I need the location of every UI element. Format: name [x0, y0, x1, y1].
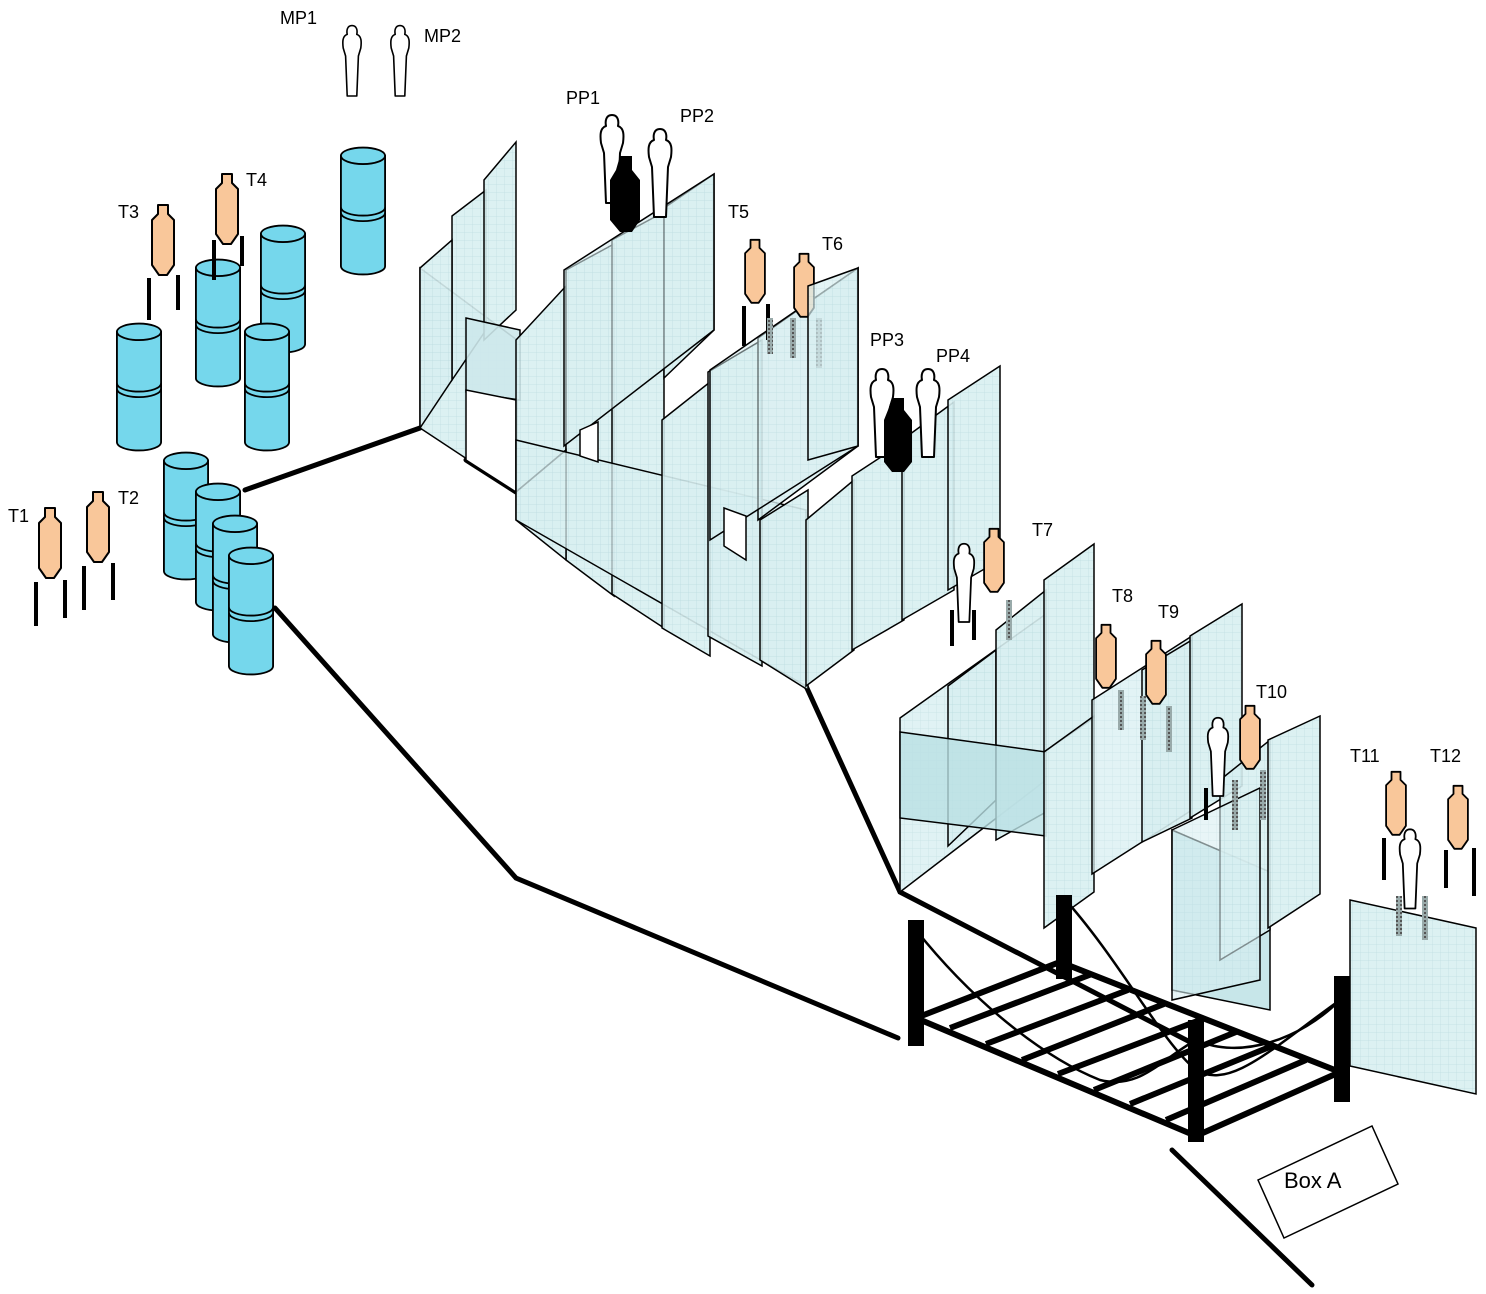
label-pp2: PP2 — [680, 106, 714, 126]
target-t2 — [86, 491, 110, 563]
label-mp1: MP1 — [280, 8, 317, 28]
barrel — [227, 546, 275, 676]
label-box-a: Box A — [1284, 1168, 1342, 1193]
label-pp4: PP4 — [936, 346, 970, 366]
wall-structure-middle — [515, 172, 1001, 692]
no-shoot-mp1 — [341, 24, 363, 98]
label-t2: T2 — [118, 488, 139, 508]
target-t5 — [744, 238, 766, 304]
label-t12: T12 — [1430, 746, 1461, 766]
target-t3 — [151, 204, 175, 276]
no-shoot-t11-t12 — [1398, 828, 1422, 910]
bridge-posts — [908, 895, 1350, 1142]
target-t12 — [1447, 784, 1469, 850]
label-t1: T1 — [8, 506, 29, 526]
wall-structure-right — [899, 542, 1477, 1095]
label-t5: T5 — [728, 202, 749, 222]
target-t7 — [983, 527, 1005, 593]
label-t9: T9 — [1158, 602, 1179, 622]
wall-structure-left — [419, 139, 567, 494]
label-t3: T3 — [118, 202, 139, 222]
fault-line-left-lower — [272, 605, 901, 1041]
label-t11: T11 — [1350, 746, 1380, 766]
label-pp1: PP1 — [566, 88, 600, 108]
steel-popper-2 — [884, 398, 912, 472]
fault-line-top-left — [242, 425, 423, 493]
label-pp3: PP3 — [870, 330, 904, 350]
wall-t6-cover — [807, 266, 859, 461]
target-stands-t7 — [950, 610, 976, 646]
label-t10: T10 — [1256, 682, 1287, 702]
target-stands-left — [34, 236, 244, 626]
target-t10 — [1239, 704, 1261, 770]
target-t9 — [1145, 639, 1167, 705]
barrel — [339, 146, 387, 276]
label-t6: T6 — [822, 234, 843, 254]
target-t8 — [1095, 623, 1117, 689]
steel-popper-1 — [610, 156, 640, 232]
no-shoot-mp2 — [389, 24, 411, 98]
no-shoot-t7 — [952, 542, 976, 623]
target-t1 — [38, 507, 62, 579]
barrel — [194, 258, 242, 388]
label-t4: T4 — [246, 170, 267, 190]
target-t11 — [1385, 770, 1407, 836]
fault-line-bottom — [1169, 1147, 1315, 1288]
label-mp2: MP2 — [424, 26, 461, 46]
barrel — [243, 322, 291, 452]
label-t7: T7 — [1032, 520, 1053, 540]
labels: MP1 MP2 PP1 PP2 PP3 PP4 T1 T2 T3 T4 T5 T… — [8, 8, 1461, 1193]
box-a — [1257, 1124, 1399, 1240]
target-t4 — [215, 173, 239, 245]
label-t8: T8 — [1112, 586, 1133, 606]
barrel — [115, 322, 163, 452]
